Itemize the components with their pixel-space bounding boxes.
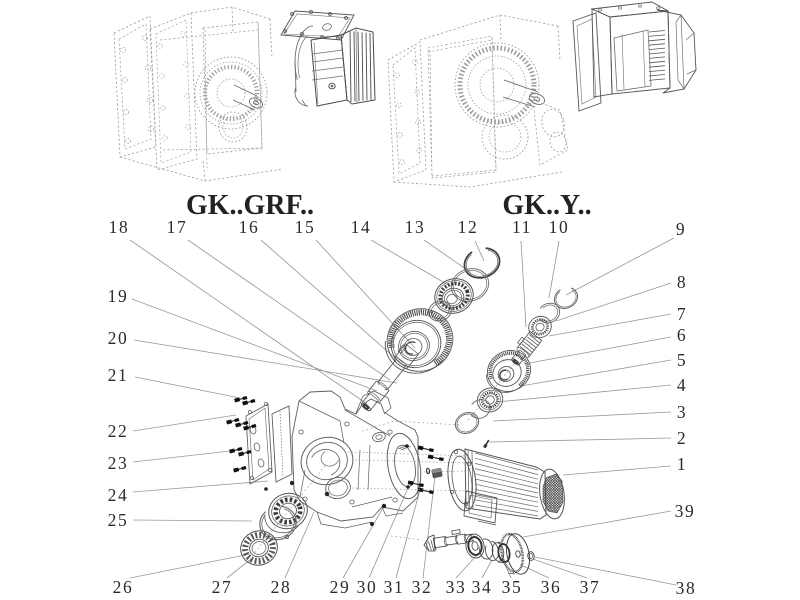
svg-text:5: 5 [677,350,687,370]
svg-text:6: 6 [677,325,687,345]
svg-text:4: 4 [677,375,687,395]
svg-text:20: 20 [108,328,129,348]
svg-text:16: 16 [239,217,260,237]
svg-text:22: 22 [108,421,129,441]
svg-text:11: 11 [512,217,532,237]
svg-text:7: 7 [677,304,687,324]
svg-text:36: 36 [541,577,562,597]
svg-text:9: 9 [676,219,686,239]
svg-text:29: 29 [330,577,351,597]
svg-text:31: 31 [384,577,405,597]
svg-text:28: 28 [271,577,292,597]
svg-text:18: 18 [109,217,130,237]
svg-text:3: 3 [677,402,687,422]
svg-text:27: 27 [212,577,233,597]
svg-text:33: 33 [446,577,467,597]
svg-text:17: 17 [167,217,188,237]
svg-text:30: 30 [357,577,378,597]
svg-text:14: 14 [351,217,372,237]
svg-text:2: 2 [677,428,687,448]
svg-text:34: 34 [472,577,493,597]
svg-text:19: 19 [108,286,129,306]
svg-text:24: 24 [108,485,129,505]
svg-text:GK..Y..: GK..Y.. [502,190,591,221]
svg-text:32: 32 [412,577,433,597]
svg-text:1: 1 [677,454,687,474]
svg-text:GK..GRF..: GK..GRF.. [186,190,314,221]
svg-text:23: 23 [108,453,129,473]
svg-text:8: 8 [677,272,687,292]
svg-text:12: 12 [458,217,479,237]
svg-text:25: 25 [108,510,129,530]
svg-text:10: 10 [549,217,570,237]
svg-text:39: 39 [675,501,696,521]
svg-text:21: 21 [108,365,129,385]
svg-text:15: 15 [295,217,316,237]
svg-text:37: 37 [580,577,601,597]
svg-text:13: 13 [405,217,426,237]
svg-text:35: 35 [502,577,523,597]
svg-text:38: 38 [676,578,697,598]
svg-text:26: 26 [113,577,134,597]
